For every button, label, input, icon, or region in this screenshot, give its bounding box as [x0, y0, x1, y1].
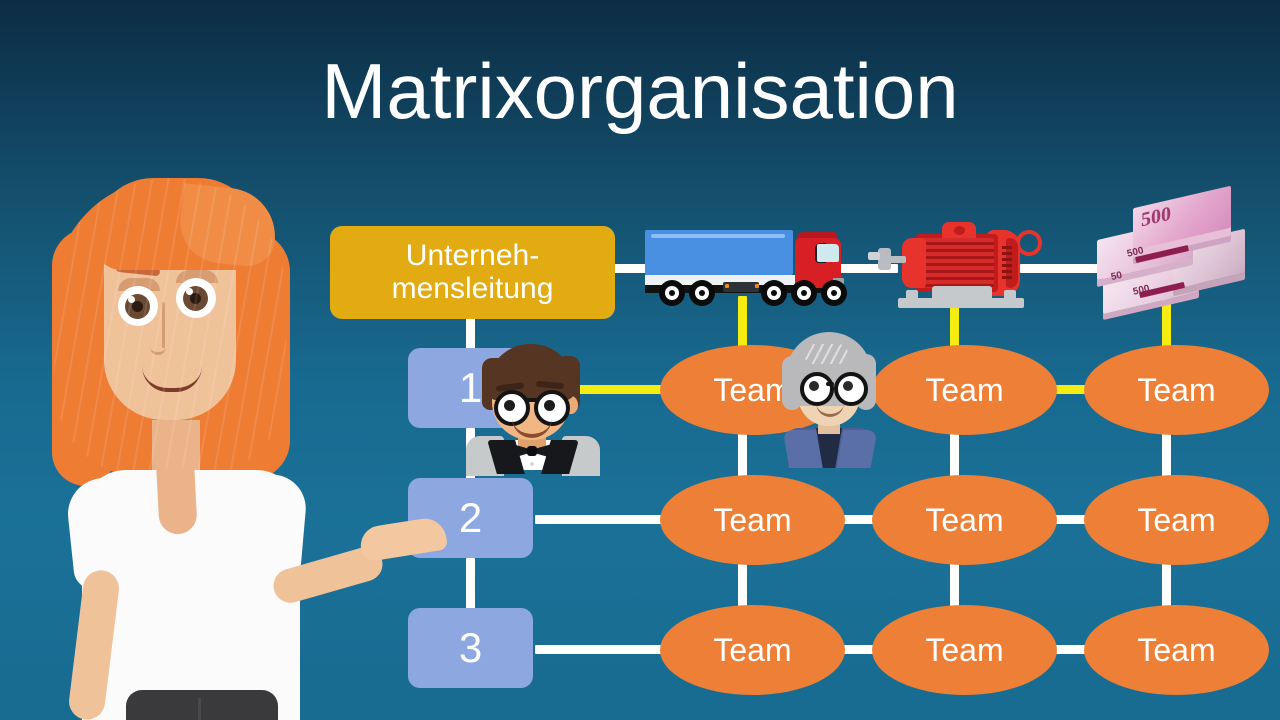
connector-leadership-to-truck	[612, 264, 660, 273]
connector-team-r3c2-to-r3c3	[1038, 645, 1086, 654]
connector-box2-to-box3	[466, 558, 475, 620]
connector-team-r1c2-to-r2c2	[950, 425, 959, 481]
connector-box1-to-team-r1c1	[535, 385, 665, 394]
team-label: Team	[713, 371, 792, 408]
team-oval-r3c3[interactable]: Team	[1084, 605, 1269, 695]
machine-icon	[868, 212, 1055, 317]
page-title: Matrixorganisation	[321, 47, 959, 135]
connector-team-r1c3-to-r2c3	[1162, 425, 1171, 481]
team-oval-r2c2[interactable]: Team	[872, 475, 1057, 565]
division-box-1-label: 1	[458, 364, 483, 411]
truck-icon	[645, 222, 860, 312]
team-label: Team	[1137, 501, 1216, 538]
connector-team-r2c3-to-r3c3	[1162, 556, 1171, 612]
team-label: Team	[925, 371, 1004, 408]
leadership-box[interactable]: Unterneh- mensleitung	[330, 226, 615, 319]
connector-team-r2c1-to-r2c2	[826, 515, 886, 524]
connector-team-r2c2-to-r2c3	[1038, 515, 1086, 524]
money-icon: 500 50 500 500	[1085, 185, 1245, 320]
division-box-3[interactable]: 3	[408, 608, 533, 688]
team-label: Team	[713, 501, 792, 538]
connector-team-r1c1-to-r2c1	[738, 425, 747, 481]
connector-machine-to-team-r1c2	[950, 300, 959, 352]
team-oval-r3c1[interactable]: Team	[660, 605, 845, 695]
team-label: Team	[1137, 631, 1216, 668]
banknote-denomination: 500	[1141, 202, 1171, 232]
division-box-2-label: 2	[458, 494, 483, 541]
connector-money-to-team-r1c3	[1162, 290, 1171, 352]
connector-machine-to-money	[1020, 264, 1106, 273]
connector-box2-to-team-r2c1	[535, 515, 665, 524]
presenter-woman-avatar	[30, 170, 449, 720]
leadership-label-line2: mensleitung	[391, 271, 554, 305]
team-oval-r3c2[interactable]: Team	[872, 605, 1057, 695]
man-with-bowtie-avatar	[466, 344, 600, 476]
connector-truck-to-team-r1c1	[738, 296, 747, 352]
team-label: Team	[925, 501, 1004, 538]
connector-truck-to-machine	[836, 264, 898, 273]
connector-team-r3c1-to-r3c2	[826, 645, 886, 654]
connector-team-r2c1-to-r3c1	[738, 556, 747, 612]
gray-haired-woman-avatar	[778, 332, 882, 468]
team-oval-r1c2[interactable]: Team	[872, 345, 1057, 435]
team-oval-r2c3[interactable]: Team	[1084, 475, 1269, 565]
team-label: Team	[1137, 371, 1216, 408]
team-oval-r2c1[interactable]: Team	[660, 475, 845, 565]
connector-team-r2c2-to-r3c2	[950, 556, 959, 612]
division-box-3-label: 3	[458, 624, 483, 671]
team-label: Team	[713, 631, 792, 668]
leadership-label-line1: Unterneh-	[405, 239, 540, 273]
connector-team-r1c2-to-r1c3	[1038, 385, 1086, 394]
team-label: Team	[925, 631, 1004, 668]
connector-box3-to-team-r3c1	[535, 645, 665, 654]
connector-leadership-to-box1	[466, 316, 475, 352]
team-oval-r1c3[interactable]: Team	[1084, 345, 1269, 435]
